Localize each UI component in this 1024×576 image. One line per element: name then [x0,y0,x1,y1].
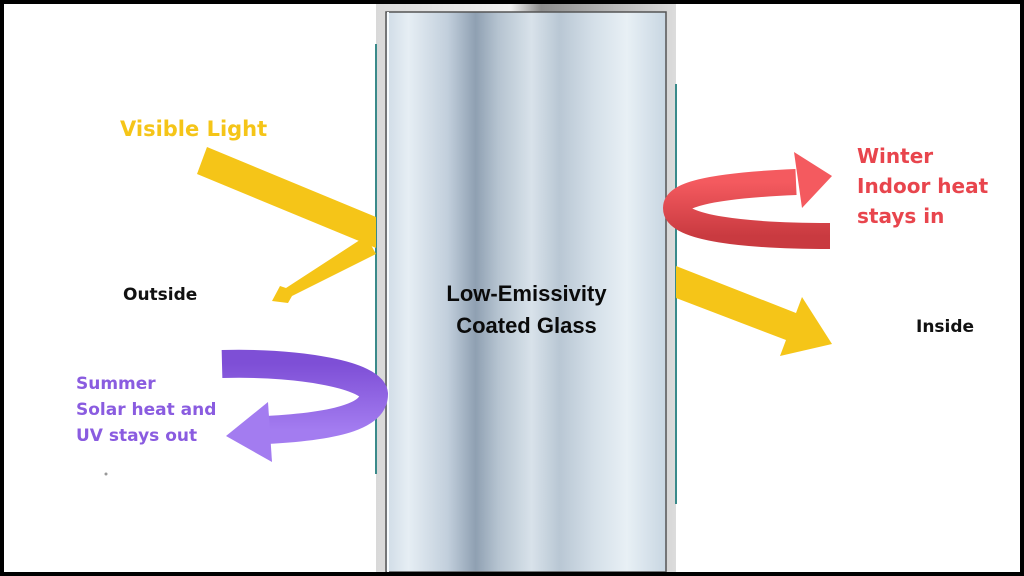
glass-surface [385,11,667,572]
glass-title-line-2: Coated Glass [456,313,597,338]
visible-light-incoming-arrow [197,147,376,248]
glass-title: Low-Emissivity Coated Glass [409,278,644,342]
summer-heat-arrow [221,349,389,462]
glass-title-line-1: Low-Emissivity [446,281,607,306]
summer-label-line: Summer [76,374,156,394]
outside-label: Outside [123,285,198,305]
winter-label-line: Indoor heat [857,174,989,198]
diagram-artwork [104,4,832,572]
winter-label-line: stays in [857,204,945,228]
winter-heat-loop [662,169,831,249]
winter-label: Winter Indoor heat stays in [857,141,988,231]
inside-label: Inside [916,317,975,337]
winter-label-line: Winter [857,144,934,168]
summer-heat-arrowhead [226,402,272,462]
visible-light-reflected-arrow [272,236,376,303]
summer-heat-loop [221,349,389,444]
glass-pane [375,4,677,572]
summer-label: Summer Solar heat and UV stays out [76,371,216,449]
visible-light-label: Visible Light [120,117,268,141]
winter-heat-arrowhead [794,152,832,208]
summer-label-line: Solar heat and [76,400,217,420]
visible-light-transmitted-arrow [676,266,832,356]
summer-label-line: UV stays out [76,426,198,446]
stray-dot [104,472,108,476]
winter-heat-arrow [662,152,832,249]
